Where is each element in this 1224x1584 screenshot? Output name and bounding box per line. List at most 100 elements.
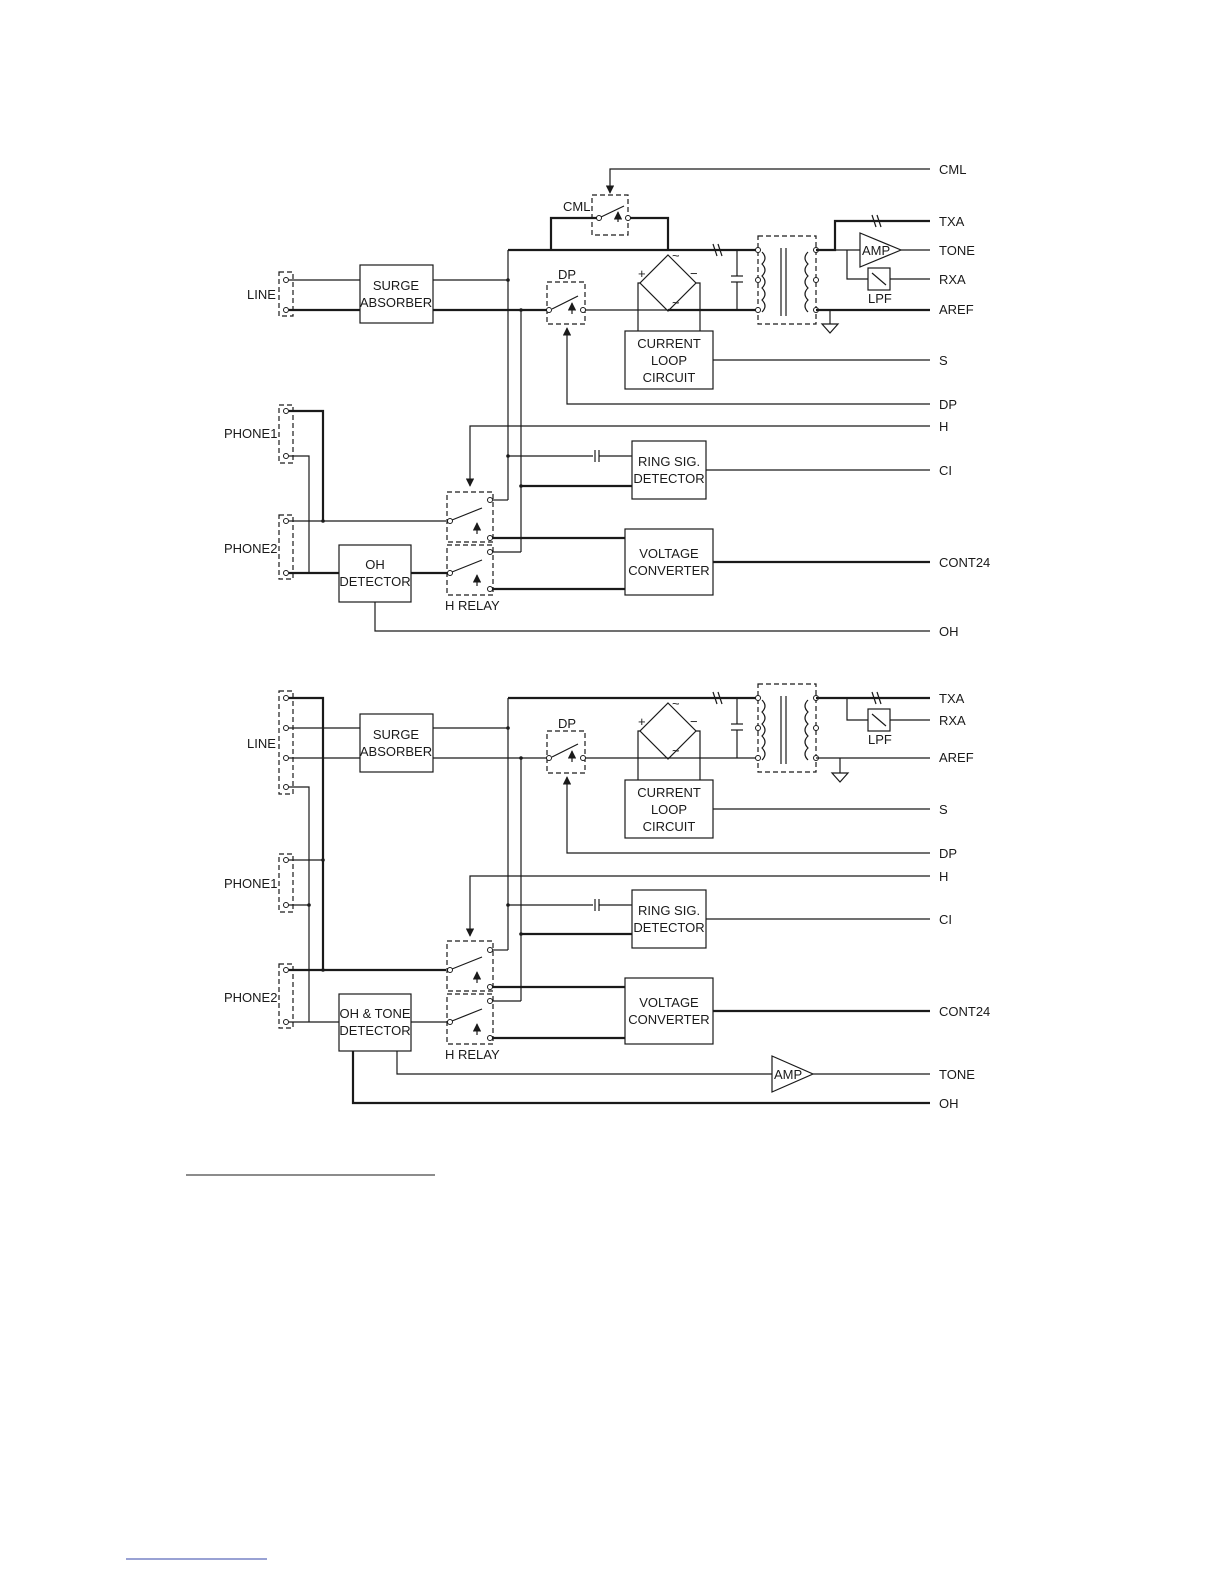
oh-tone-detector-label-2: DETECTOR [339, 1023, 410, 1038]
ring-sig-detector-block: RING SIG. DETECTOR [631, 440, 707, 500]
signal-b-rxa: RXA [939, 713, 966, 728]
signal-b-tone: TONE [939, 1067, 975, 1082]
tone-amp-b: AMP [771, 1055, 815, 1093]
lpf-label: LPF [868, 291, 892, 306]
tone-amp-b-label: AMP [774, 1067, 802, 1082]
signal-dp: DP [939, 397, 957, 412]
h-relay: H RELAY [445, 491, 500, 613]
current-loop-label-2: LOOP [651, 353, 687, 368]
phone1-label: PHONE1 [224, 426, 277, 441]
current-loop-label-1: CURRENT [637, 336, 701, 351]
signal-tone: TONE [939, 243, 975, 258]
signal-ci: CI [939, 463, 952, 478]
txa-varistor-b [871, 691, 882, 705]
oh-detector-label-1: OH [365, 557, 385, 572]
ring-sig-b-label-1: RING SIG. [638, 903, 700, 918]
bridge-rectifier-b: + − ~ ~ [638, 696, 698, 760]
dp-switch-b-label: DP [558, 716, 576, 731]
phone2-b-label: PHONE2 [224, 990, 277, 1005]
varistor-symbol [712, 243, 723, 257]
ground-symbol [820, 310, 840, 334]
phone2-connector-b: PHONE2 [224, 963, 294, 1029]
h-relay-b-label: H RELAY [445, 1047, 500, 1062]
bottom-signal-labels: TXA RXA AREF S DP H CI CONT24 TONE OH [939, 691, 990, 1111]
signal-b-aref: AREF [939, 750, 974, 765]
cml-switch-label: CML [563, 199, 590, 214]
ring-sig-label-1: RING SIG. [638, 454, 700, 469]
ring-sig-detector-block-b: RING SIG. DETECTOR [631, 889, 707, 949]
voltage-converter-label-2: CONVERTER [628, 563, 709, 578]
current-loop-b-label-1: CURRENT [637, 785, 701, 800]
bottom-block-diagram: LINE SURGE ABSORBER DP [224, 683, 990, 1111]
dp-switch: DP [546, 267, 586, 325]
line-label: LINE [247, 287, 276, 302]
voltage-converter-block-b: VOLTAGE CONVERTER [624, 977, 714, 1045]
lpf-b-label: LPF [868, 732, 892, 747]
signal-h: H [939, 419, 948, 434]
signal-rxa: RXA [939, 272, 966, 287]
txa-varistor [871, 214, 882, 228]
top-block-diagram: LINE SURGE ABSORBER CML [224, 162, 990, 639]
signal-oh: OH [939, 624, 959, 639]
lpf-top: LPF [867, 267, 892, 306]
surge-absorber-label-1: SURGE [373, 278, 420, 293]
h-relay-label: H RELAY [445, 598, 500, 613]
dp-switch-label: DP [558, 267, 576, 282]
lpf-bottom: LPF [867, 708, 892, 747]
bridge-b-tilde-bottom: ~ [672, 743, 680, 758]
bridge-b-minus: − [690, 714, 698, 729]
bridge-plus: + [638, 266, 646, 281]
capacitor-symbol-b [731, 698, 743, 758]
phone1-b-label: PHONE1 [224, 876, 277, 891]
line-label-b: LINE [247, 736, 276, 751]
signal-b-dp: DP [939, 846, 957, 861]
oh-detector-block: OH DETECTOR [338, 544, 412, 603]
tone-amp-label: AMP [862, 243, 890, 258]
surge-absorber-b-label-1: SURGE [373, 727, 420, 742]
current-loop-block-b: CURRENT LOOP CIRCUIT [624, 779, 714, 839]
signal-cml: CML [939, 162, 966, 177]
surge-absorber-block-b: SURGE ABSORBER [359, 713, 434, 773]
top-signal-labels: CML TXA TONE RXA AREF S DP H CI CONT24 O… [939, 162, 990, 639]
signal-s: S [939, 353, 948, 368]
bridge-tilde-bottom: ~ [672, 295, 680, 310]
surge-absorber-block: SURGE ABSORBER [359, 264, 434, 324]
surge-absorber-label-2: ABSORBER [360, 295, 432, 310]
phone1-connector: PHONE1 [224, 404, 294, 464]
current-loop-b-label-3: CIRCUIT [643, 819, 696, 834]
oh-tone-detector-block: OH & TONE DETECTOR [338, 993, 412, 1052]
oh-tone-detector-label-1: OH & TONE [339, 1006, 410, 1021]
transformer [755, 235, 819, 325]
signal-txa: TXA [939, 214, 965, 229]
capacitor-symbol [731, 250, 743, 310]
signal-b-ci: CI [939, 912, 952, 927]
signal-cont24: CONT24 [939, 555, 990, 570]
voltage-converter-b-label-2: CONVERTER [628, 1012, 709, 1027]
bridge-rectifier: + − ~ ~ [638, 248, 698, 312]
surge-absorber-b-label-2: ABSORBER [360, 744, 432, 759]
bridge-tilde-top: ~ [672, 248, 680, 263]
phone2-label: PHONE2 [224, 541, 277, 556]
voltage-converter-label-1: VOLTAGE [639, 546, 699, 561]
current-loop-label-3: CIRCUIT [643, 370, 696, 385]
bridge-minus: − [690, 266, 698, 281]
tone-amp: AMP [859, 232, 903, 268]
ring-sig-b-label-2: DETECTOR [633, 920, 704, 935]
ground-symbol-b [830, 758, 850, 783]
cml-switch: CML [563, 194, 631, 236]
signal-b-s: S [939, 802, 948, 817]
voltage-converter-b-label-1: VOLTAGE [639, 995, 699, 1010]
signal-b-txa: TXA [939, 691, 965, 706]
dp-switch-b: DP [546, 716, 586, 774]
bridge-b-tilde-top: ~ [672, 696, 680, 711]
line-connector-4pin: LINE [247, 690, 294, 795]
signal-aref: AREF [939, 302, 974, 317]
signal-b-h: H [939, 869, 948, 884]
transformer-b [755, 683, 819, 773]
current-loop-b-label-2: LOOP [651, 802, 687, 817]
h-relay-b: H RELAY [445, 940, 500, 1062]
bridge-b-plus: + [638, 714, 646, 729]
oh-detector-label-2: DETECTOR [339, 574, 410, 589]
varistor-symbol-b [712, 691, 723, 705]
